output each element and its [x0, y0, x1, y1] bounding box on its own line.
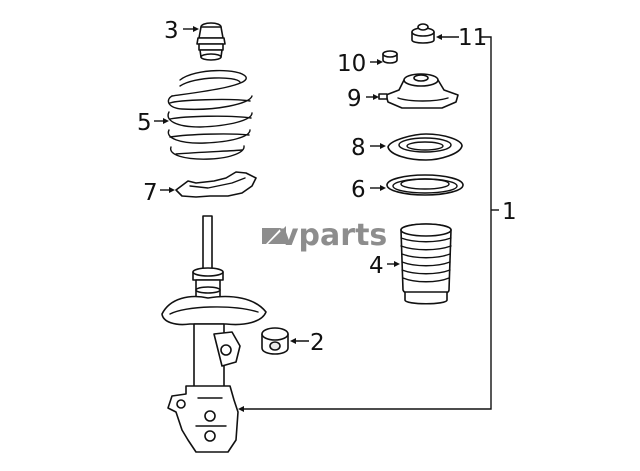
part-coil-spring: [167, 69, 253, 160]
part-bumper-pad: [261, 327, 289, 355]
part-dust-cover: [175, 171, 257, 198]
callout-11: 11: [458, 25, 487, 51]
callout-7: 7: [143, 180, 158, 206]
callout-1: 1: [502, 199, 517, 225]
callout-5: 5: [137, 110, 152, 136]
part-strut-assembly: [161, 215, 267, 453]
callout-6: 6: [351, 177, 366, 203]
callout-labels: 3 5 7 2 11 10 9 8 6 4 1: [137, 18, 517, 356]
part-bump-stop: [196, 22, 226, 61]
arrow-8-icon: [380, 143, 386, 149]
part-spring-insulator: [386, 174, 464, 196]
arrow-11-icon: [436, 34, 442, 40]
callout-10: 10: [337, 51, 366, 77]
leader-lines: [154, 26, 499, 412]
part-spring-seat: [387, 133, 463, 161]
part-nut-small: [382, 50, 398, 64]
arrow-7-icon: [169, 187, 175, 193]
part-nut-top: [411, 23, 435, 44]
arrow-4-icon: [394, 261, 400, 267]
callout-3: 3: [164, 18, 179, 44]
arrow-10-icon: [377, 59, 383, 65]
arrow-6-icon: [380, 185, 386, 191]
part-dust-boot: [400, 223, 452, 305]
arrow-2-icon: [290, 338, 296, 344]
part-strut-mount: [378, 73, 459, 109]
arrow-5-icon: [163, 118, 169, 124]
watermark-mark-icon: [262, 226, 286, 244]
arrow-3-icon: [193, 26, 199, 32]
callout-4: 4: [369, 253, 384, 279]
arrow-9-icon: [373, 94, 379, 100]
callout-8: 8: [351, 135, 366, 161]
callout-9: 9: [347, 86, 362, 112]
arrow-1-icon: [238, 406, 244, 412]
callout-2: 2: [310, 330, 325, 356]
watermark-text: vparts: [279, 218, 387, 253]
watermark-logo: vparts: [262, 218, 387, 253]
